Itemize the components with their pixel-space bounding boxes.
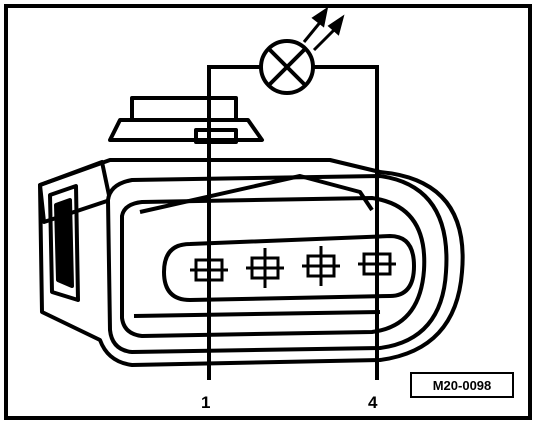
figure-id-box: M20-0098 (410, 372, 514, 398)
pin-label-4: 4 (368, 393, 378, 412)
pin-terminal-2 (246, 248, 284, 288)
figure-id-text: M20-0098 (432, 377, 492, 393)
pin-terminal-3 (302, 246, 340, 286)
light-rays-icon (302, 6, 345, 52)
lamp-icon (259, 39, 315, 95)
test-lead-wires (207, 65, 379, 380)
pin-label-1: 1 (201, 393, 211, 412)
connector-housing (38, 96, 465, 367)
